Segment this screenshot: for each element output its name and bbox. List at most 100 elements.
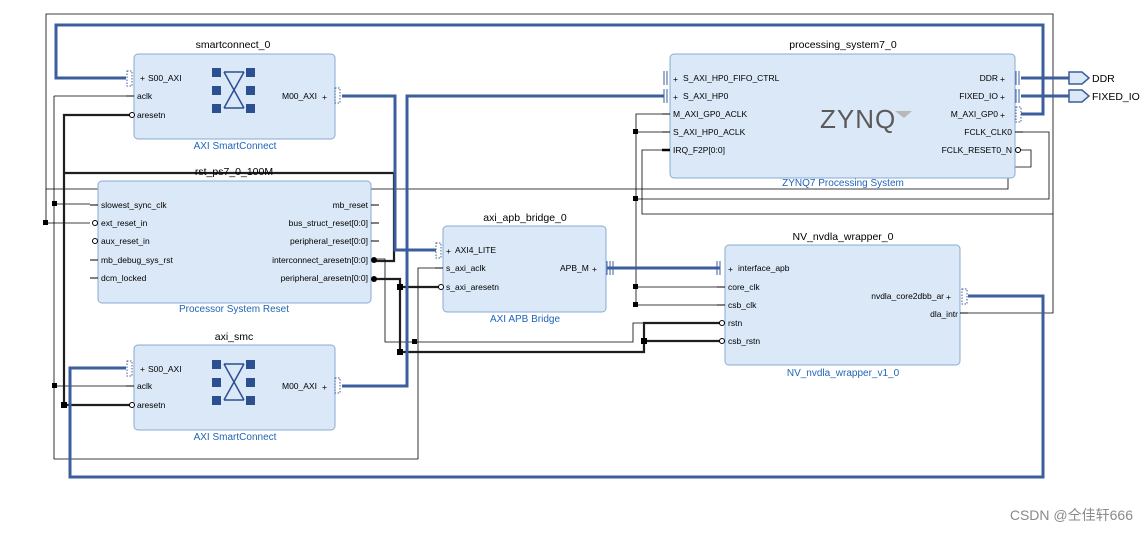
port-bus-struct-reset[interactable]: bus_struct_reset[0:0] bbox=[289, 218, 379, 228]
block-subtitle: ZYNQ7 Processing System bbox=[782, 178, 904, 189]
interrupt-net-wire[interactable] bbox=[641, 149, 1054, 314]
block-axi-apb-bridge[interactable]: axi_apb_bridge_0 AXI APB Bridge + AXI4_L… bbox=[435, 212, 614, 325]
svg-text:S00_AXI: S00_AXI bbox=[148, 73, 182, 83]
port-s-axi-hp0-fifo-ctrl[interactable]: + S_AXI_HP0_FIFO_CTRL bbox=[663, 71, 780, 85]
svg-text:S_AXI_HP0_FIFO_CTRL: S_AXI_HP0_FIFO_CTRL bbox=[683, 73, 780, 83]
port-peripheral-aresetn[interactable]: peripheral_aresetn[0:0] bbox=[281, 273, 377, 283]
port-peripheral-reset[interactable]: peripheral_reset[0:0] bbox=[290, 236, 379, 246]
port-dla-intr[interactable]: dla_intr bbox=[930, 309, 968, 319]
rstn-net-wire[interactable] bbox=[642, 321, 722, 341]
svg-text:aresetn: aresetn bbox=[137, 400, 166, 410]
port-aresetn[interactable]: aresetn bbox=[129, 400, 166, 410]
port-slowest-sync-clk[interactable]: slowest_sync_clk bbox=[90, 200, 167, 210]
svg-text:M_AXI_GP0: M_AXI_GP0 bbox=[951, 109, 999, 119]
block-axi-smc[interactable]: axi_smc AXI SmartConnect + S00_AXI aclk … bbox=[126, 331, 341, 443]
wires bbox=[43, 13, 1070, 479]
port-interconnect-aresetn[interactable]: interconnect_aresetn[0:0] bbox=[272, 255, 377, 265]
port-core-clk[interactable]: core_clk bbox=[717, 282, 760, 292]
port-plus-icon: + bbox=[140, 73, 145, 83]
block-proc-sys-reset[interactable]: rst_ps7_0_100M Processor System Reset sl… bbox=[90, 166, 379, 315]
smc-m00-to-ps-hp0-bus[interactable] bbox=[342, 94, 664, 388]
smartconnect-icon bbox=[212, 360, 255, 405]
port-csb-clk[interactable]: csb_clk bbox=[717, 300, 757, 310]
svg-text:FIXED_IO: FIXED_IO bbox=[959, 91, 998, 101]
m-axi-gp0-bus[interactable] bbox=[54, 23, 1045, 116]
block-subtitle: Processor System Reset bbox=[179, 304, 289, 315]
port-ddr[interactable]: DDR + bbox=[980, 71, 1020, 85]
svg-text:ext_reset_in: ext_reset_in bbox=[101, 218, 148, 228]
svg-text:interconnect_aresetn[0:0]: interconnect_aresetn[0:0] bbox=[272, 255, 368, 265]
port-aclk[interactable]: aclk bbox=[126, 381, 153, 391]
port-ext-reset-in[interactable]: ext_reset_in bbox=[92, 218, 148, 228]
port-fclk-clk0[interactable]: FCLK_CLK0 bbox=[964, 127, 1023, 137]
port-s-axi-aresetn[interactable]: s_axi_aresetn bbox=[438, 282, 500, 292]
port-csb-rstn[interactable]: csb_rstn bbox=[719, 336, 761, 346]
port-plus-icon: + bbox=[446, 246, 451, 256]
svg-text:csb_clk: csb_clk bbox=[728, 300, 757, 310]
block-processing-system7[interactable]: processing_system7_0 ZYNQ7 Processing Sy… bbox=[662, 39, 1023, 189]
svg-text:dla_intr: dla_intr bbox=[930, 309, 958, 319]
block-nv-nvdla-wrapper[interactable]: NV_nvdla_wrapper_0 NV_nvdla_wrapper_v1_0… bbox=[716, 231, 968, 379]
svg-text:aclk: aclk bbox=[137, 381, 153, 391]
port-rstn[interactable]: rstn bbox=[719, 318, 743, 328]
block-smartconnect-0[interactable]: smartconnect_0 AXI SmartConnect + S00_AX… bbox=[126, 39, 341, 152]
svg-text:FIXED_IO: FIXED_IO bbox=[1092, 91, 1140, 103]
port-plus-icon: + bbox=[728, 264, 733, 274]
svg-text:s_axi_aclk: s_axi_aclk bbox=[446, 263, 486, 273]
svg-text:IRQ_F2P[0:0]: IRQ_F2P[0:0] bbox=[673, 145, 725, 155]
svg-text:peripheral_reset[0:0]: peripheral_reset[0:0] bbox=[290, 236, 368, 246]
port-plus-icon: + bbox=[673, 92, 678, 102]
port-fixed-io[interactable]: FIXED_IO + bbox=[959, 89, 1020, 103]
port-interface-apb[interactable]: + interface_apb bbox=[716, 261, 790, 275]
svg-text:s_axi_aresetn: s_axi_aresetn bbox=[446, 282, 499, 292]
port-plus-icon: + bbox=[946, 292, 951, 302]
svg-text:DDR: DDR bbox=[1092, 73, 1115, 85]
block-subtitle: AXI SmartConnect bbox=[194, 432, 277, 443]
port-s00-axi[interactable]: + S00_AXI bbox=[126, 70, 182, 87]
port-s-axi-aclk[interactable]: s_axi_aclk bbox=[435, 263, 486, 273]
port-plus-icon: + bbox=[673, 74, 678, 84]
port-dcm-locked[interactable]: dcm_locked bbox=[90, 273, 147, 283]
svg-text:nvdla_core2dbb_ar: nvdla_core2dbb_ar bbox=[871, 291, 944, 301]
port-irq-f2p[interactable]: IRQ_F2P[0:0] bbox=[662, 145, 725, 155]
svg-text:mb_debug_sys_rst: mb_debug_sys_rst bbox=[101, 255, 173, 265]
fclk-reset-net-wire[interactable] bbox=[45, 13, 1054, 214]
svg-text:interface_apb: interface_apb bbox=[738, 263, 790, 273]
external-port-fixed-io[interactable]: FIXED_IO bbox=[1068, 89, 1140, 103]
svg-text:aresetn: aresetn bbox=[137, 110, 166, 120]
port-axi4-lite[interactable]: + AXI4_LITE bbox=[435, 242, 496, 259]
block-title: smartconnect_0 bbox=[196, 39, 271, 51]
port-s-axi-hp0-aclk[interactable]: S_AXI_HP0_ACLK bbox=[662, 127, 746, 137]
port-aclk[interactable]: aclk bbox=[126, 91, 153, 101]
block-title: NV_nvdla_wrapper_0 bbox=[793, 231, 894, 243]
port-fclk-reset0-n[interactable]: FCLK_RESET0_N bbox=[942, 145, 1021, 155]
port-apb-m[interactable]: APB_M + bbox=[560, 261, 614, 275]
svg-text:csb_rstn: csb_rstn bbox=[728, 336, 760, 346]
block-subtitle: AXI APB Bridge bbox=[490, 314, 560, 325]
svg-text:core_clk: core_clk bbox=[728, 282, 760, 292]
port-m-axi-gp0-aclk[interactable]: M_AXI_GP0_ACLK bbox=[662, 109, 748, 119]
port-plus-icon: + bbox=[322, 92, 327, 102]
port-mb-reset[interactable]: mb_reset bbox=[333, 200, 379, 210]
port-s00-axi[interactable]: + S00_AXI bbox=[126, 360, 182, 377]
svg-text:aclk: aclk bbox=[137, 91, 153, 101]
port-m-axi-gp0[interactable]: M_AXI_GP0 + bbox=[951, 106, 1022, 123]
port-plus-icon: + bbox=[1000, 92, 1005, 102]
port-mb-debug-sys-rst[interactable]: mb_debug_sys_rst bbox=[90, 255, 173, 265]
watermark: CSDN @仝佳轩666 bbox=[1010, 507, 1133, 523]
port-m00-axi[interactable]: M00_AXI + bbox=[282, 87, 341, 104]
external-port-ddr[interactable]: DDR bbox=[1068, 71, 1115, 85]
svg-text:peripheral_aresetn[0:0]: peripheral_aresetn[0:0] bbox=[281, 273, 368, 283]
svg-text:bus_struct_reset[0:0]: bus_struct_reset[0:0] bbox=[289, 218, 368, 228]
nvdla-dbb-bus[interactable] bbox=[68, 294, 1045, 479]
port-aux-reset-in[interactable]: aux_reset_in bbox=[92, 236, 150, 246]
port-s-axi-hp0[interactable]: + S_AXI_HP0 bbox=[663, 89, 729, 103]
port-aresetn[interactable]: aresetn bbox=[129, 110, 166, 120]
zynq-logo: ZYNQ bbox=[820, 104, 912, 134]
port-m00-axi[interactable]: M00_AXI + bbox=[282, 377, 341, 394]
sc0-m00-to-hp0-bus[interactable] bbox=[342, 94, 436, 252]
port-nvdla-core2dbb-ar[interactable]: nvdla_core2dbb_ar + bbox=[871, 288, 968, 305]
smartconnect-icon bbox=[212, 68, 255, 113]
svg-text:S_AXI_HP0: S_AXI_HP0 bbox=[683, 91, 729, 101]
